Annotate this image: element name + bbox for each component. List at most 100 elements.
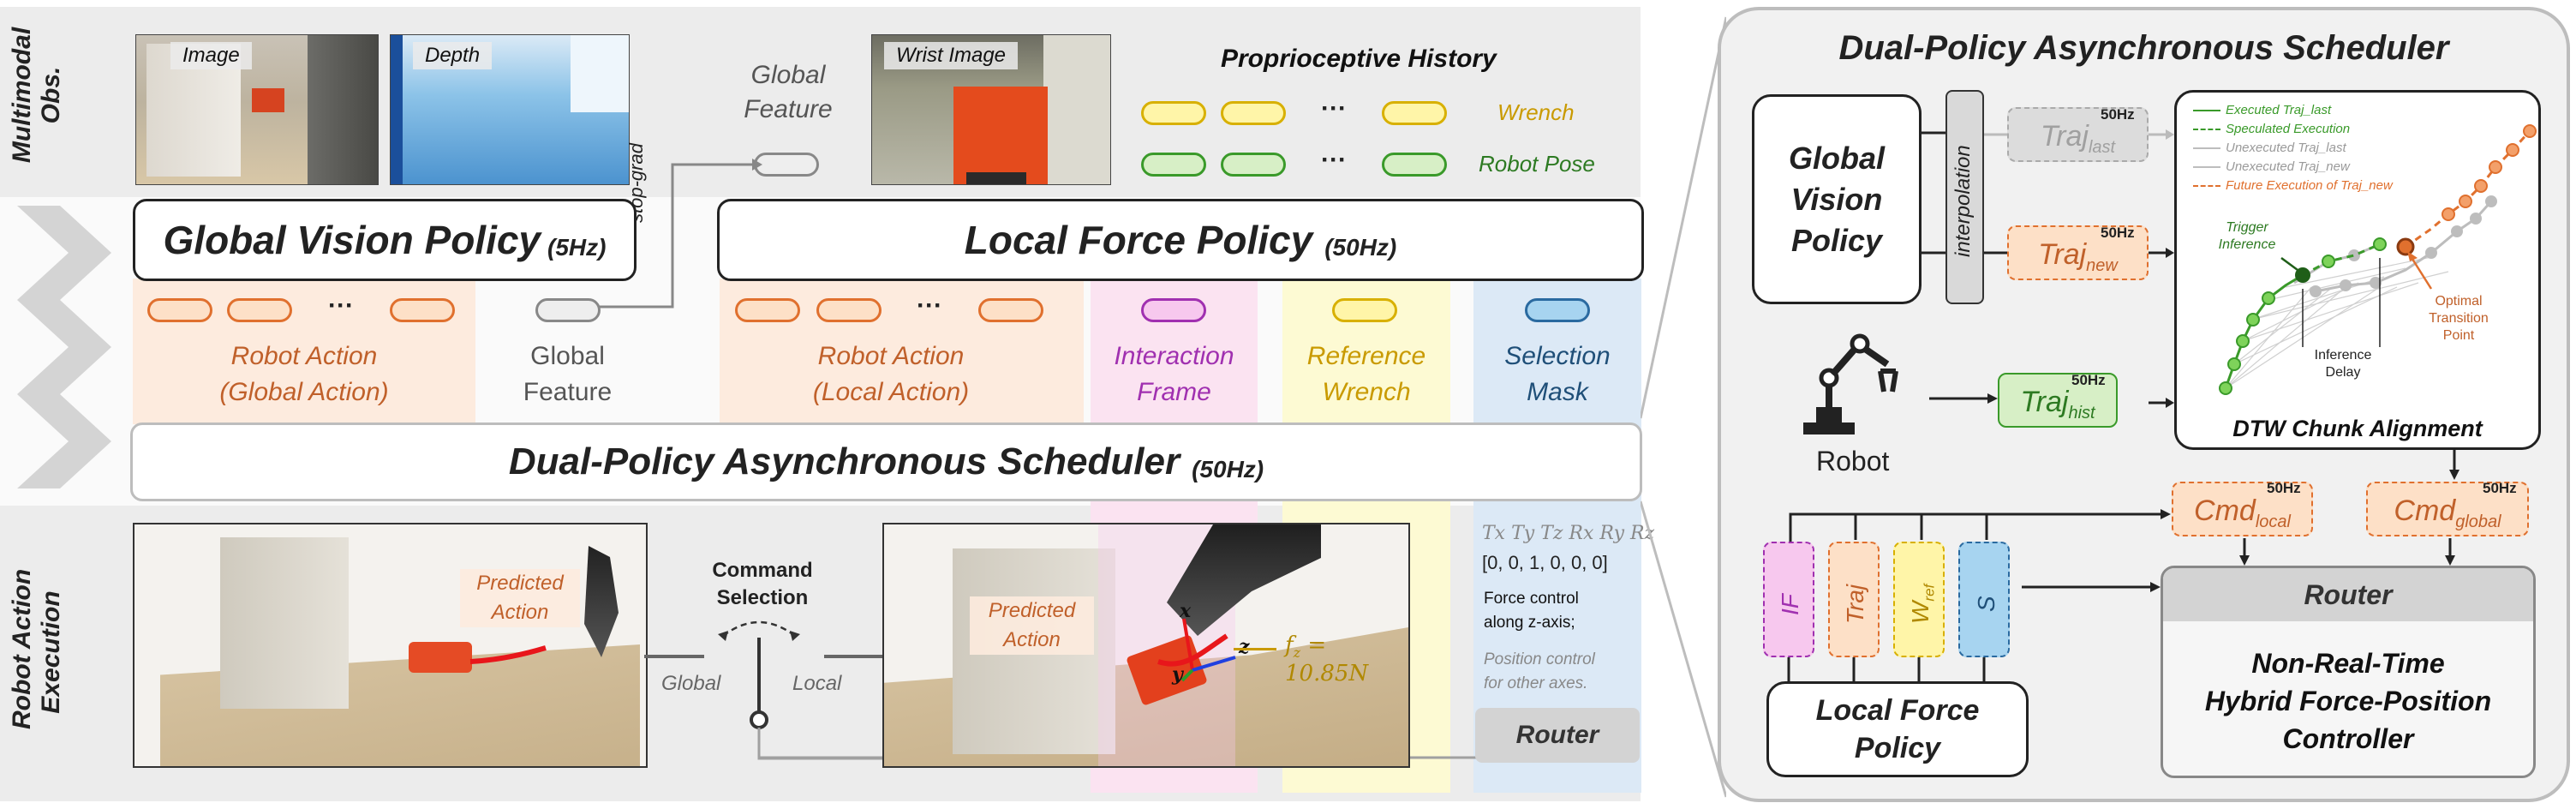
pose-label: Robot Pose: [1479, 151, 1595, 177]
signal-if-box: [1763, 542, 1814, 657]
gvp-arrows: [1922, 131, 2007, 255]
interpolation-block: [1945, 90, 1984, 304]
pose-ellipsis: ···: [1321, 146, 1347, 174]
wrench-pill-2: [1221, 101, 1286, 125]
global-action-pill-1: [147, 298, 212, 322]
pose-pill-3: [1382, 153, 1447, 177]
wrist-image-thumbnail: Wrist Image: [871, 34, 1111, 185]
global-action-ellipsis: ···: [328, 291, 354, 320]
selection-mask-pill: [1525, 298, 1590, 322]
local-action-label: Robot Action(Local Action): [812, 342, 970, 406]
pose-pill-2: [1221, 153, 1286, 177]
traj-last-box: Trajlast: [2007, 107, 2149, 162]
zoom-connector: [1641, 16, 1726, 798]
interaction-frame-pill: [1141, 298, 1206, 322]
wrench-ellipsis: ···: [1321, 94, 1347, 123]
right-title: Dual-Policy Asynchronous Scheduler: [1838, 29, 2449, 67]
local-action-ellipsis: ···: [917, 291, 942, 320]
reference-wrench-pill: [1332, 298, 1397, 322]
signal-traj-label: Traj: [1842, 584, 1868, 624]
traj-last-rate: 50Hz: [2101, 106, 2135, 123]
cmd-global-box: Cmdglobal: [2366, 482, 2529, 536]
robot-arm-icon: [1803, 333, 1898, 434]
cmd-local-box: Cmdlocal: [2172, 482, 2313, 536]
dtw-box: [2174, 90, 2541, 450]
dtw-plot: [2219, 124, 2537, 395]
pose-pill-1: [1141, 153, 1206, 177]
depth-thumbnail: Depth: [390, 34, 630, 185]
robot-to-hist-arrow: [1929, 393, 1998, 404]
selection-mask-bg: [1473, 279, 1641, 793]
wrist-label: Wrist Image: [884, 42, 1019, 69]
global-vision-policy-title: Global Vision Policy: [163, 218, 541, 262]
signal-traj-box: [1828, 542, 1880, 657]
global-vision-policy-box: Global Vision Policy (5Hz): [133, 199, 637, 281]
stopgrad-arrow: [600, 159, 762, 309]
global-action-label: Robot Action(Global Action): [219, 342, 389, 406]
scheduler-title: Dual-Policy Asynchronous Scheduler: [508, 440, 1180, 482]
wrench-label: Wrench: [1497, 99, 1575, 125]
signal-s-label: S: [1973, 596, 1999, 612]
global-action-pill-3: [390, 298, 455, 322]
switch-local-label: Local: [792, 672, 842, 695]
cmd-global-rate: 50Hz: [2483, 480, 2517, 496]
global-vision-policy-rate: (5Hz): [547, 234, 607, 261]
axis-z-label: z: [1239, 636, 1250, 658]
proprio-title: Proprioceptive History: [1221, 45, 1497, 73]
cmd-local-rate: 50Hz: [2267, 480, 2301, 496]
local-force-policy-rate: (50Hz): [1324, 234, 1397, 261]
mask-vector: [0, 0, 1, 0, 0, 0]: [1482, 552, 1608, 573]
image-thumbnail: Image: [135, 34, 379, 185]
scheduler-rate: (50Hz): [1192, 456, 1264, 482]
right-router-header: Router: [2163, 568, 2533, 621]
global-action-pill-2: [227, 298, 292, 322]
robot-label: Robot: [1816, 446, 1890, 476]
switch-global-label: Global: [661, 672, 721, 695]
signal-wref-label: Wref: [1907, 584, 1938, 624]
mask-axes: Tx Ty Tz Rx Ry Rz: [1482, 523, 1655, 544]
axis-y-label: y: [1172, 663, 1183, 686]
lower-wires: [1789, 450, 2459, 592]
local-action-pill-2: [816, 298, 882, 322]
dtw-title: DTW Chunk Alignment: [2232, 416, 2483, 441]
signal-if-label: IF: [1777, 594, 1803, 615]
local-force-policy-title: Local Force Policy: [964, 218, 1313, 262]
signal-wref-box: [1893, 542, 1945, 657]
traj-new-rate: 50Hz: [2101, 225, 2135, 241]
axis-x-label: x: [1180, 600, 1192, 622]
traj-new-box: Trajnew: [2007, 225, 2149, 280]
scheduler-bar: Dual-Policy Asynchronous Scheduler (50Hz…: [130, 422, 1642, 501]
dtw-legend: Executed Traj_last Speculated Execution …: [2193, 101, 2393, 195]
signal-s-box: [1958, 542, 2010, 657]
wrench-pill-3: [1382, 101, 1447, 125]
traj-hist-rate: 50Hz: [2071, 372, 2106, 388]
traj-to-dtw-arrows: [2149, 129, 2174, 408]
left-router-box: Router: [1475, 708, 1640, 763]
local-force-policy-box: Local Force Policy (50Hz): [717, 199, 1644, 281]
obs-global-feature-pill: [754, 153, 819, 177]
wrench-pill-1: [1141, 101, 1206, 125]
force-readout: fz = 10.85N: [1285, 632, 1369, 687]
signal-down-wires: [1787, 657, 1986, 681]
local-action-pill-3: [978, 298, 1043, 322]
traj-hist-box: Trajhist: [1998, 373, 2118, 428]
flow-chevrons: [17, 206, 111, 488]
